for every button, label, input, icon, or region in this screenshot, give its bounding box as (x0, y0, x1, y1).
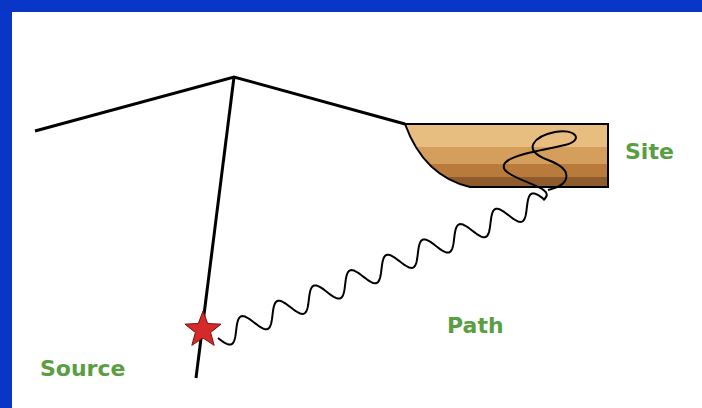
layer (400, 147, 610, 164)
site-label: Site (625, 141, 674, 163)
source-label: Source (40, 358, 125, 380)
seismic-wave (218, 193, 545, 344)
wave-in-basin (504, 131, 576, 200)
sediment-layers (400, 120, 610, 189)
source-star (185, 311, 221, 345)
ground-surface (35, 77, 405, 131)
background-panel (12, 12, 702, 408)
path-label: Path (447, 315, 504, 337)
basin-outline (405, 124, 608, 187)
